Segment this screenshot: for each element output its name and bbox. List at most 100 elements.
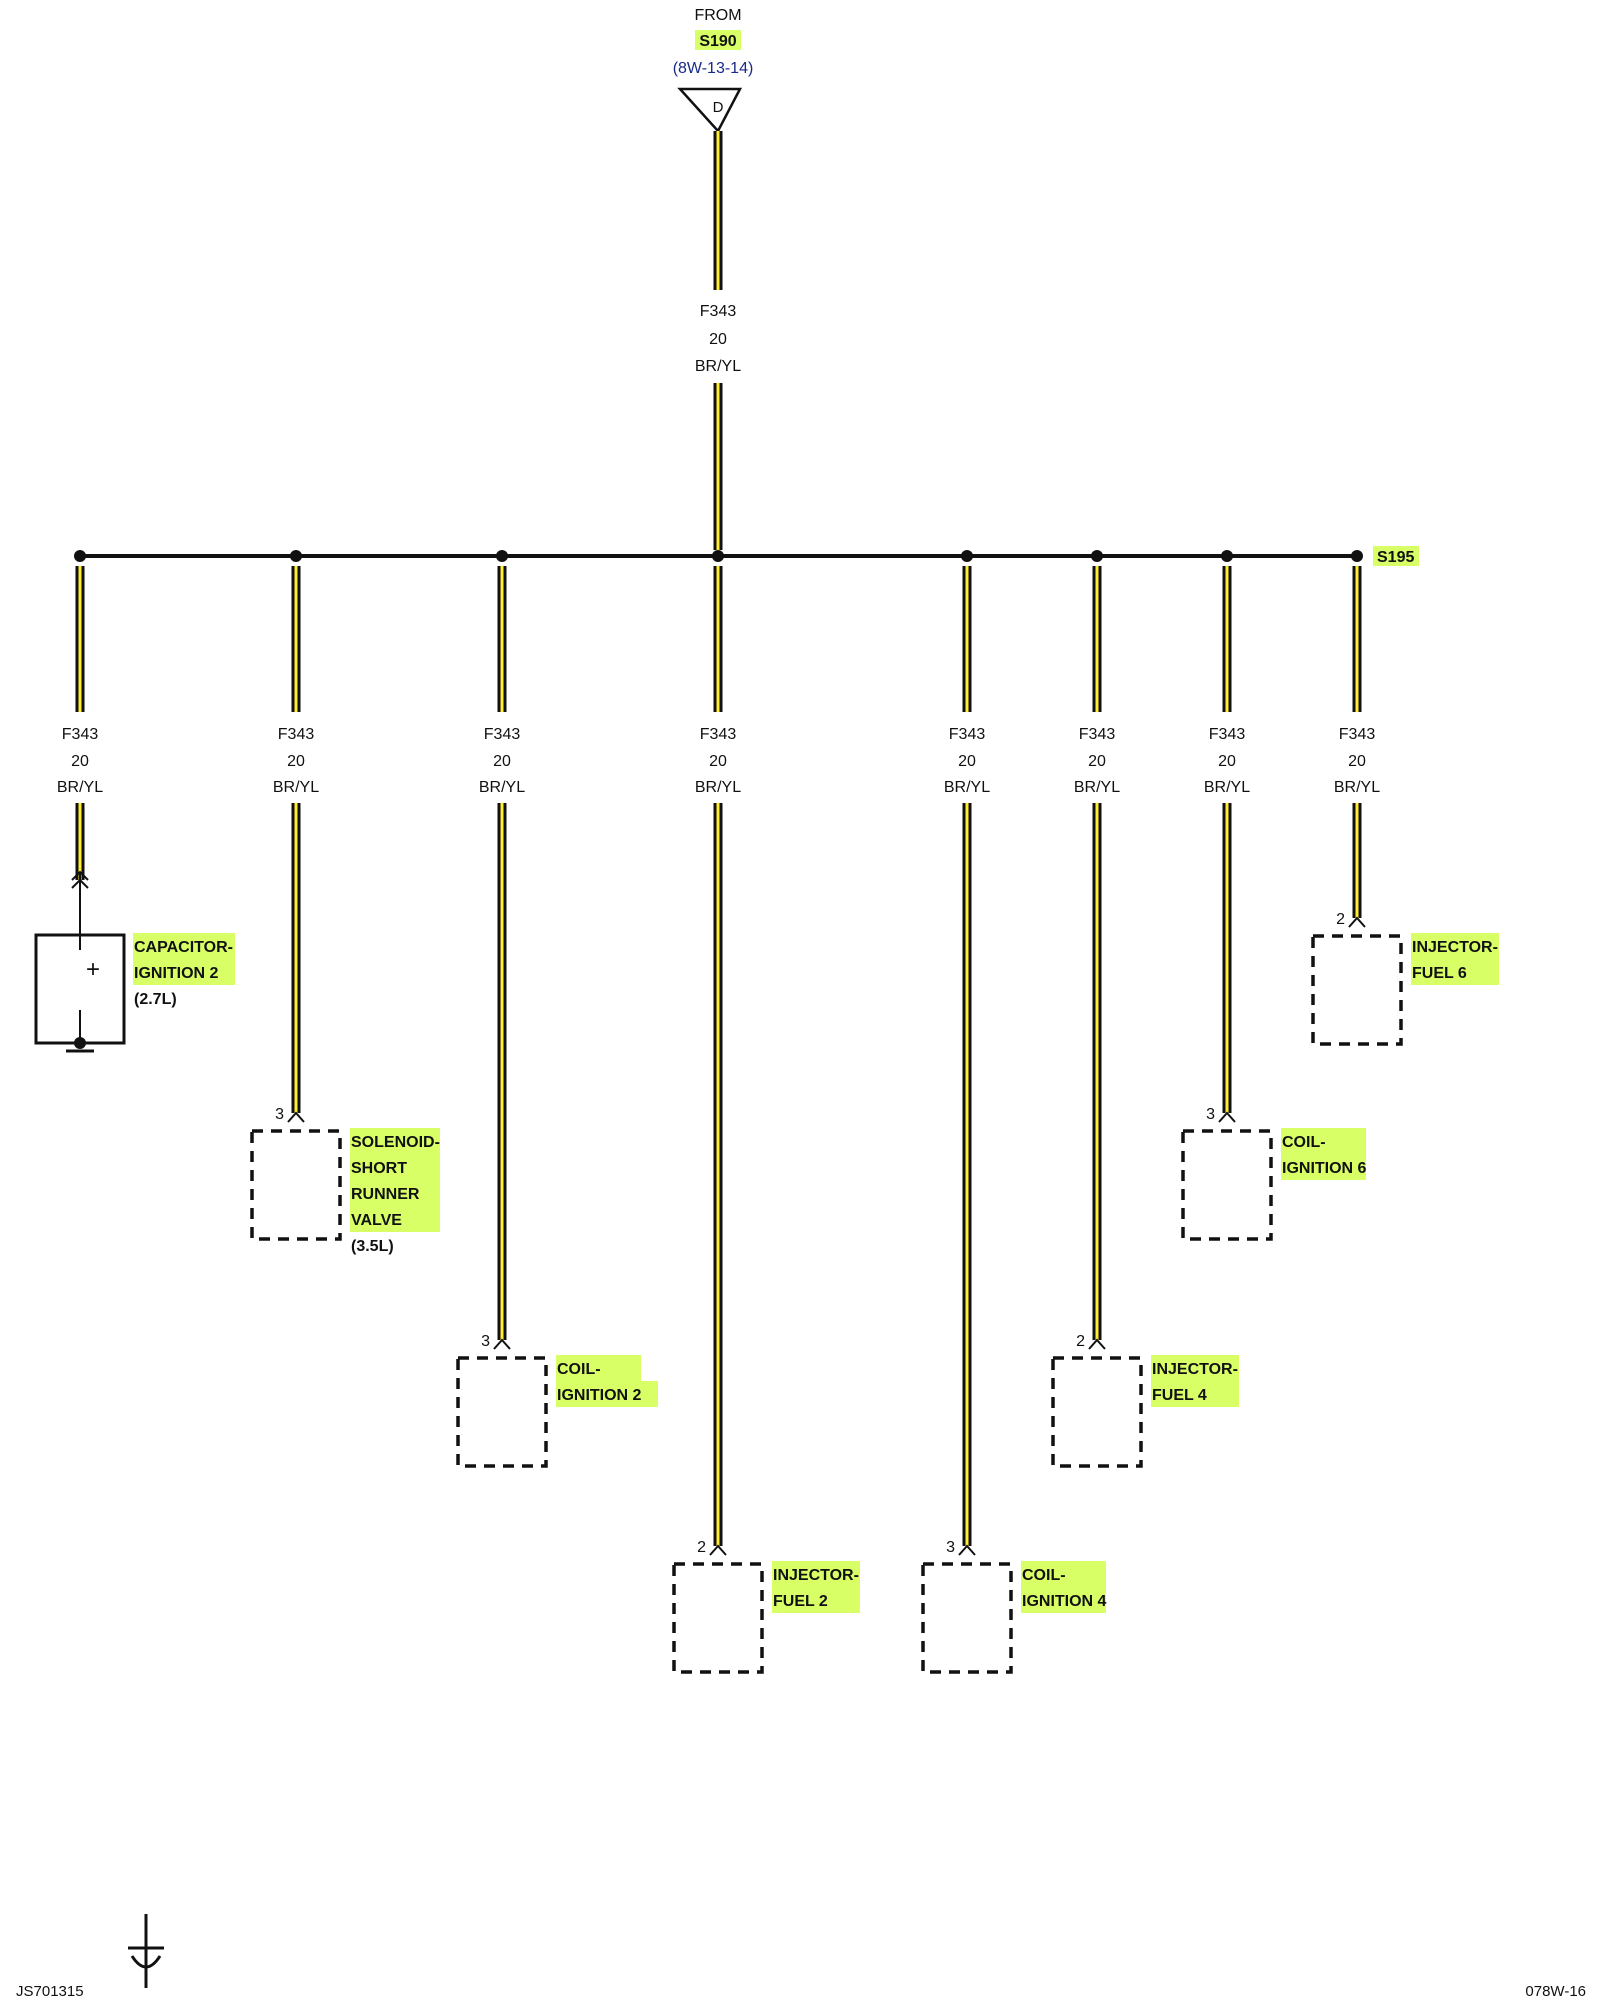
component-name-line: COIL-: [1282, 1134, 1326, 1151]
component-name-line: CAPACITOR-: [134, 939, 233, 956]
main-wire-circuit: F343: [700, 303, 737, 320]
component-name-highlight: [1411, 933, 1499, 959]
source-connector-symbol: [677, 87, 743, 134]
footer: JS701315 078W-16: [16, 1914, 1586, 2000]
pin-number: 3: [275, 1106, 284, 1123]
component-connector-box: [672, 1562, 764, 1674]
component-connector-box: [456, 1356, 548, 1468]
main-wire-color: BR/YL: [695, 358, 741, 375]
branch-circuit-label: F343: [1079, 726, 1116, 743]
branch-2: F34320BR/YL3SOLENOID-SHORTRUNNERVALVE(3.…: [250, 550, 440, 1255]
component-note: (3.5L): [351, 1238, 394, 1255]
pin-connector-icon: [709, 1544, 727, 1556]
component-name-highlight: [350, 1180, 440, 1206]
component-name-line: RUNNER: [351, 1186, 420, 1203]
branch-color-label: BR/YL: [273, 779, 319, 796]
branch-circuit-label: F343: [700, 726, 737, 743]
branch-color-label: BR/YL: [695, 779, 741, 796]
component-name-highlight: [1021, 1561, 1106, 1587]
branch-circuit-label: F343: [278, 726, 315, 743]
branch-circuit-label: F343: [1209, 726, 1246, 743]
pin-connector-icon: [958, 1544, 976, 1556]
pin-connector-icon: [1088, 1338, 1106, 1350]
source-splice-label: S190: [699, 33, 736, 50]
component-name-highlight: [1151, 1381, 1239, 1407]
splice-node-8: [1351, 550, 1363, 562]
component-name-line: VALVE: [351, 1212, 402, 1229]
component-connector-box: [921, 1562, 1013, 1674]
branch-circuit-label: F343: [1339, 726, 1376, 743]
component-name-line: INJECTOR-: [773, 1567, 859, 1584]
pin-connector-icon: [1218, 1111, 1236, 1123]
pin-connector-icon: [287, 1111, 305, 1123]
component-name-highlight: [133, 959, 235, 985]
source-splice-highlight: [695, 30, 741, 50]
component-name-line: INJECTOR-: [1412, 939, 1498, 956]
splice-node-4: [712, 550, 724, 562]
component-name-line: FUEL 6: [1412, 965, 1467, 982]
component-name-highlight: [1151, 1355, 1239, 1381]
component-name-line: INJECTOR-: [1152, 1361, 1238, 1378]
component-name-highlight: [772, 1561, 860, 1587]
main-wire: F343 20 BR/YL: [695, 131, 741, 550]
component-name-highlight: [556, 1355, 641, 1381]
component-name-line: COIL-: [1022, 1567, 1066, 1584]
branch-gauge-label: 20: [1348, 753, 1366, 770]
branch-gauge-label: 20: [493, 753, 511, 770]
splice-node-5: [961, 550, 973, 562]
pin-number: 2: [697, 1539, 706, 1556]
capacitor-plus-symbol: +: [86, 956, 100, 983]
component-name-line: FUEL 4: [1152, 1387, 1207, 1404]
component-name-line: IGNITION 2: [557, 1387, 642, 1404]
branch-gauge-label: 20: [287, 753, 305, 770]
branch-color-label: BR/YL: [1074, 779, 1120, 796]
branch-color-label: BR/YL: [944, 779, 990, 796]
pin-number: 3: [946, 1539, 955, 1556]
component-connector-box: [1311, 934, 1403, 1046]
component-name-highlight: [1281, 1128, 1366, 1154]
component-name-line: IGNITION 2: [134, 965, 219, 982]
component-name-highlight: [1411, 959, 1499, 985]
splice-node-2: [290, 550, 302, 562]
branch-gauge-label: 20: [1218, 753, 1236, 770]
branch-gauge-label: 20: [71, 753, 89, 770]
source-header: FROM S190 (8W-13-14) D: [673, 7, 754, 134]
branch-circuit-label: F343: [62, 726, 99, 743]
splice-node-3: [496, 550, 508, 562]
main-wire-gauge: 20: [709, 331, 727, 348]
branch-gauge-label: 20: [1088, 753, 1106, 770]
branch-color-label: BR/YL: [1334, 779, 1380, 796]
branch-gauge-label: 20: [958, 753, 976, 770]
splice-end-label: S195: [1377, 549, 1414, 566]
from-label: FROM: [694, 7, 741, 24]
component-connector-box: [250, 1129, 342, 1241]
component-name-highlight: [133, 933, 235, 959]
pin-number: 3: [1206, 1106, 1215, 1123]
splice-node-6: [1091, 550, 1103, 562]
capacitor-ground-node: [74, 1037, 86, 1049]
splice-node-1: [74, 550, 86, 562]
source-page-ref: (8W-13-14): [673, 60, 754, 77]
component-note: (2.7L): [134, 991, 177, 1008]
pin-number: 3: [481, 1333, 490, 1350]
splice-node-7: [1221, 550, 1233, 562]
source-connector-letter: D: [713, 99, 724, 116]
component-name-line: IGNITION 6: [1282, 1160, 1367, 1177]
component-connector-box: [1051, 1356, 1143, 1468]
branch-circuit-label: F343: [949, 726, 986, 743]
component-name-line: IGNITION 4: [1022, 1593, 1107, 1610]
splice-bus: S195: [80, 546, 1419, 566]
component-name-highlight: [772, 1587, 860, 1613]
splice-end-highlight: [1373, 546, 1419, 566]
pin-number: 2: [1336, 911, 1345, 928]
branch-gauge-label: 20: [709, 753, 727, 770]
